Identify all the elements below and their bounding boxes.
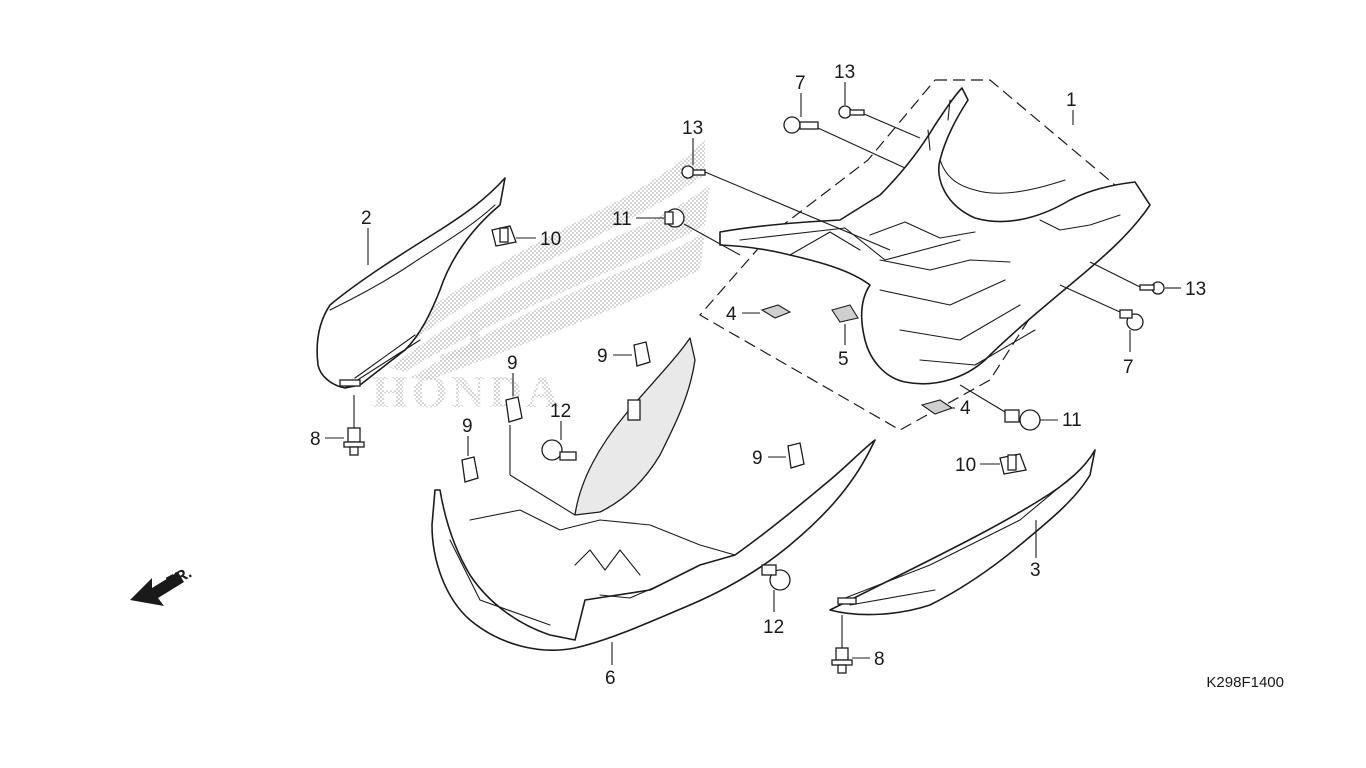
callout-6: 6 <box>605 668 616 689</box>
callout-13-top: 13 <box>834 62 855 83</box>
part-13-screw-top <box>838 105 865 119</box>
callout-10-right: 10 <box>955 455 976 476</box>
part-8-rivet-left <box>343 427 365 456</box>
part-6-under-cover <box>431 337 876 651</box>
figure-code: K298F1400 <box>1206 674 1284 691</box>
callout-4-upper: 4 <box>726 304 737 325</box>
callout-11-upper: 11 <box>612 209 632 230</box>
callout-2: 2 <box>361 208 372 229</box>
part-11-bolt-lower <box>1004 409 1041 431</box>
callout-7-upper: 7 <box>795 73 806 94</box>
callout-4-lower: 4 <box>960 398 971 419</box>
part-10-clip-left <box>491 225 517 247</box>
part-12-bolt-left <box>541 439 577 461</box>
callout-5: 5 <box>838 349 849 370</box>
part-13-screw-right <box>1139 281 1165 295</box>
part-5-pad <box>831 304 859 323</box>
part-10-clip-right <box>999 453 1027 475</box>
watermark-text: HONDA <box>372 366 563 417</box>
part-9-clip-c <box>461 456 479 483</box>
callout-8-left: 8 <box>310 429 321 450</box>
part-11-bolt-upper <box>664 208 685 228</box>
part-8-rivet-right <box>831 647 853 674</box>
callout-7-lower: 7 <box>1123 357 1134 378</box>
callout-1: 1 <box>1066 90 1077 111</box>
part-1-floor-panel <box>699 79 1151 431</box>
callout-12-left: 12 <box>550 401 571 422</box>
part-2-left-side-rail <box>316 177 506 389</box>
honda-watermark-logo: HONDA <box>372 140 710 417</box>
part-13-screw-middle <box>681 165 706 179</box>
part-4-pad-upper <box>760 304 792 319</box>
part-7-bolt-lower <box>1119 309 1144 331</box>
part-12-bolt-right <box>761 564 791 591</box>
callout-3: 3 <box>1030 560 1041 581</box>
callout-9-a: 9 <box>597 346 608 367</box>
part-9-clip-d <box>787 442 805 469</box>
callout-9-d: 9 <box>752 448 763 469</box>
part-9-clip-a <box>633 341 651 367</box>
callout-11-lower: 11 <box>1062 410 1082 431</box>
callout-8-right: 8 <box>874 649 885 670</box>
callout-13-right: 13 <box>1185 279 1206 300</box>
callout-12-right: 12 <box>763 617 784 638</box>
part-3-right-side-rail <box>829 449 1096 616</box>
callout-13-middle: 13 <box>682 118 703 139</box>
part-4-pad-lower <box>920 399 954 415</box>
front-direction-arrow: FR. <box>130 564 195 606</box>
part-7-bolt-upper <box>783 116 819 134</box>
callout-10-left: 10 <box>540 229 561 250</box>
part-9-clip-b <box>505 396 523 423</box>
callout-9-b: 9 <box>507 353 518 374</box>
callout-9-c: 9 <box>462 416 473 437</box>
